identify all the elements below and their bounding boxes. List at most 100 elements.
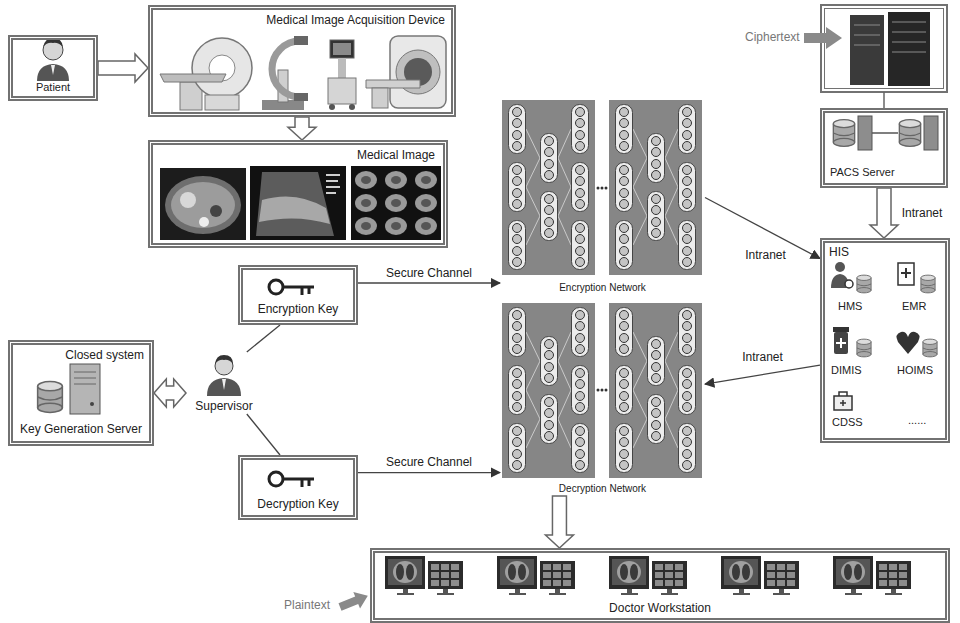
his-icons <box>857 339 871 357</box>
storage-server-box <box>888 12 930 86</box>
image-panel: Medical Image <box>148 140 448 248</box>
neural-network-panels <box>609 100 702 275</box>
brain-mri-grid <box>415 194 437 212</box>
workstation-monitors <box>721 556 799 595</box>
closed-system-box: Closed systemKey Generation Server <box>8 340 154 446</box>
storage-server-box <box>883 92 885 108</box>
his-icons <box>834 396 852 410</box>
his-icons <box>839 392 847 396</box>
ct-slice <box>210 205 222 217</box>
supervisor-icon <box>207 355 241 396</box>
patient-box: Patient <box>8 35 98 101</box>
node-title: Supervisor <box>195 399 252 413</box>
his-icons <box>833 327 849 332</box>
server-box: PACS Server <box>820 108 948 188</box>
his-icons <box>834 332 848 354</box>
node-title: HIS <box>829 245 849 259</box>
workstation-monitors <box>833 556 911 595</box>
neural-network-panels <box>502 100 595 275</box>
node-title: Encryption Network <box>559 282 646 294</box>
storage-server-box <box>854 35 880 36</box>
node-title: Doctor Workstation <box>609 601 711 615</box>
supervisor-node: Supervisor <box>186 352 262 414</box>
key-server-icon <box>74 372 96 373</box>
ultrasound-machine <box>328 40 356 110</box>
storage-server-box <box>892 32 926 33</box>
network-block: Decryption Network <box>500 303 705 496</box>
his-icons <box>857 275 871 293</box>
pacs-icons <box>858 116 872 150</box>
c-arm <box>294 36 308 45</box>
brain-mri-grid <box>421 176 431 184</box>
edge-label: Secure Channel <box>384 266 474 280</box>
ultrasound-image <box>250 166 346 240</box>
neural-network-panels <box>597 389 600 392</box>
his-icons <box>898 263 914 285</box>
workstation-panel: Doctor Workstation <box>370 548 950 623</box>
key-server-icon <box>90 402 94 406</box>
patient-icon <box>37 38 69 81</box>
ct-slice <box>160 168 246 240</box>
connector-line <box>358 282 500 283</box>
mri-scanner <box>390 36 446 108</box>
patient-icon <box>37 64 69 81</box>
key-server-icon <box>74 378 96 379</box>
workstation-monitors <box>385 556 463 595</box>
brain-mri-grid <box>415 217 437 235</box>
neural-network-panels <box>502 303 595 478</box>
ultrasound-machine <box>349 104 355 110</box>
key-box: Encryption Key <box>238 265 358 325</box>
node-subtitle: Key Generation Server <box>20 422 142 436</box>
ct-slice <box>171 182 235 228</box>
ultrasound-machine <box>333 43 351 55</box>
brain-mri-grid <box>385 217 407 235</box>
brain-mri-grid <box>355 171 377 189</box>
his-icons <box>921 275 935 293</box>
block-arrow <box>870 188 898 238</box>
storage-server-box <box>821 5 947 92</box>
node-title: Medical Image <box>357 148 435 162</box>
storage-server-box <box>854 22 926 52</box>
node-title: Encryption Key <box>258 302 339 316</box>
node-title: Decryption Key <box>257 497 338 511</box>
brain-mri-grid <box>361 199 371 207</box>
ct-slice <box>160 168 246 240</box>
system-box: HIS <box>820 238 950 443</box>
plain-arrow <box>337 587 372 615</box>
neural-network-panels <box>605 187 608 190</box>
block-arrow <box>288 117 316 140</box>
key-server-icon <box>70 364 100 414</box>
neural-network-panels <box>605 389 608 392</box>
pacs-icons <box>872 132 898 134</box>
pacs-icons <box>833 116 938 150</box>
mri-scanner <box>372 88 388 108</box>
ultrasound-image <box>250 166 346 240</box>
key-box: Decryption Key <box>238 455 358 520</box>
brain-mri-grid <box>385 171 407 189</box>
ultrasound-image <box>326 174 340 194</box>
his-icons <box>840 400 846 406</box>
neural-network-panels <box>502 100 702 478</box>
neural-network-panels <box>597 187 600 190</box>
brain-mri-grid <box>361 222 371 230</box>
his-icons <box>901 268 911 278</box>
pacs-icons <box>899 120 920 147</box>
supervisor-icon <box>215 355 233 364</box>
cipher-arrow <box>804 27 842 49</box>
ultrasound-image <box>326 180 338 182</box>
ultrasound-machine <box>338 58 346 80</box>
subsystem-label: ...... <box>908 414 926 427</box>
c-arm <box>272 41 300 97</box>
brain-mri-grid <box>385 194 407 212</box>
node-title: Closed system <box>65 348 144 362</box>
edge-label: Intranet <box>740 350 785 364</box>
key-server-icon <box>38 382 63 413</box>
cipher-arrow <box>804 27 842 49</box>
key-icon <box>269 472 283 486</box>
ct-slice <box>165 176 241 234</box>
edge-label: Intranet <box>900 206 945 220</box>
key-icon <box>269 472 314 487</box>
brain-mri-grid <box>391 222 401 230</box>
